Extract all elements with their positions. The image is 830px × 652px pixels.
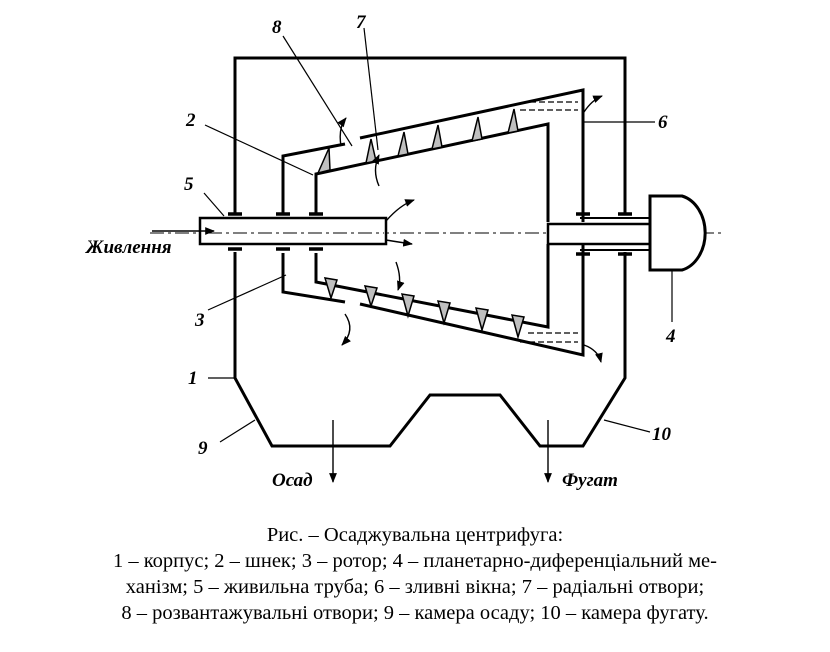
caption-line-3: 8 – розвантажувальні отвори; 9 – камера … [121,602,709,624]
label-fugate: Фугат [562,470,618,491]
label-feed: Живлення [84,237,172,258]
label-4: 4 [665,326,676,347]
caption-line-1: 1 – корпус; 2 – шнек; 3 – ротор; 4 – пла… [113,550,717,572]
liquid-levels [520,101,578,343]
leader-lines [203,27,673,443]
label-2: 2 [185,110,196,131]
label-8: 8 [272,17,282,38]
planetary-mechanism [648,194,707,272]
label-sediment: Осад [272,470,313,491]
label-9: 9 [198,438,208,459]
caption-line-2: ханізм; 5 – живильна труба; 6 – зливні в… [125,576,705,598]
rotor [281,88,585,357]
bearings [228,212,632,256]
label-3: 3 [194,310,205,331]
flow-arrows [152,95,603,483]
centrifuge-diagram: 1 2 3 4 5 6 7 8 9 10 Живлення Осад Фугат [84,12,725,491]
label-7: 7 [356,12,367,33]
housing [233,56,627,448]
label-10: 10 [652,424,672,445]
label-6: 6 [658,112,668,133]
label-5: 5 [184,174,194,195]
drive-shaft [546,217,652,251]
feed-pipe [198,216,388,246]
figure-caption: Рис. – Осаджувальна центрифуга: 1 – корп… [0,522,830,626]
caption-title: Рис. – Осаджувальна центрифуга: [266,524,564,546]
label-1: 1 [188,368,198,389]
